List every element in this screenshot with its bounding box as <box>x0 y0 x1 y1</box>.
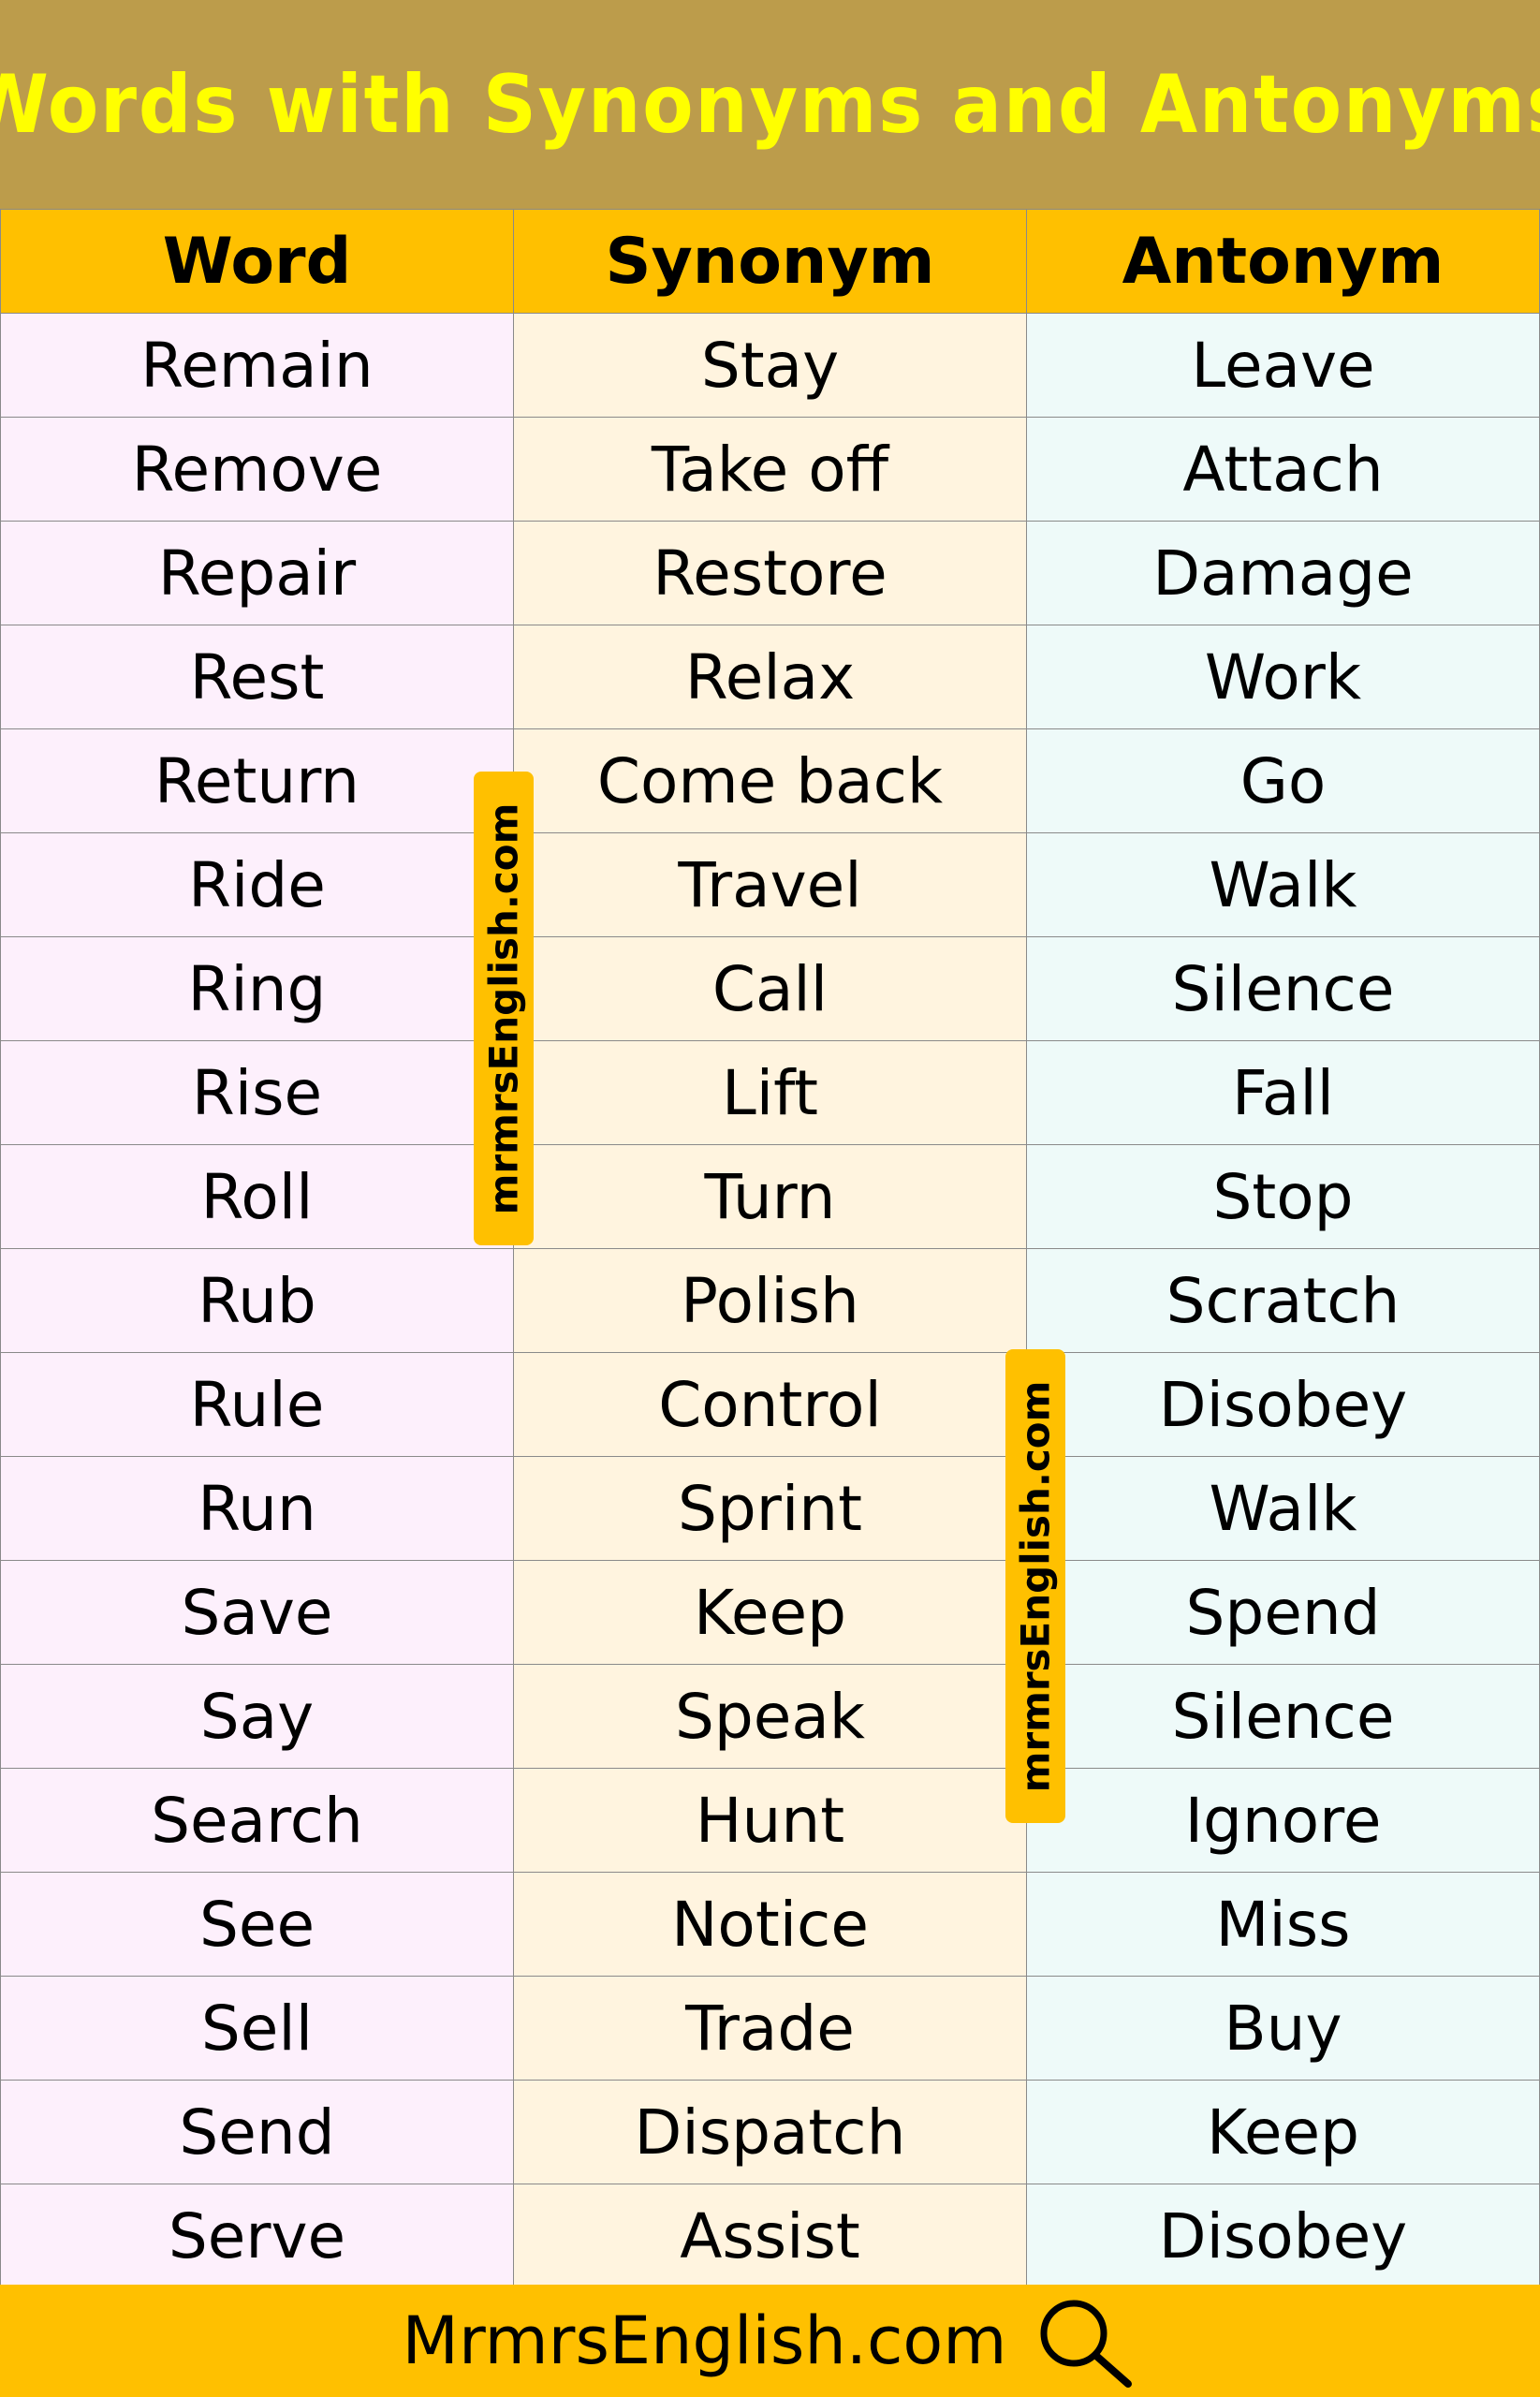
cell-word: Search <box>0 1768 514 1873</box>
cell-synonym: Come back <box>513 728 1027 833</box>
cell-word: Roll <box>0 1144 514 1249</box>
cell-synonym: Assist <box>513 2184 1027 2288</box>
cell-synonym: Call <box>513 936 1027 1041</box>
cell-antonym: Silence <box>1026 936 1540 1041</box>
cell-word: Rest <box>0 625 514 729</box>
cell-antonym: Spend <box>1026 1560 1540 1665</box>
search-icon <box>1040 2300 1133 2388</box>
watermark-badge: mrmrsEnglish.com <box>1005 1349 1065 1823</box>
cell-word: Rub <box>0 1248 514 1353</box>
cell-antonym: Leave <box>1026 313 1540 418</box>
cell-word: Remain <box>0 313 514 418</box>
header-synonym: Synonym <box>513 209 1027 314</box>
cell-synonym: Control <box>513 1352 1027 1457</box>
cell-synonym: Trade <box>513 1976 1027 2081</box>
cell-antonym: Silence <box>1026 1664 1540 1769</box>
cell-word: Repair <box>0 521 514 625</box>
cell-word: Ring <box>0 936 514 1041</box>
cell-synonym: Hunt <box>513 1768 1027 1873</box>
footer-website[interactable]: MrmrsEnglish.com <box>402 2302 1007 2379</box>
cell-word: Say <box>0 1664 514 1769</box>
cell-synonym: Sprint <box>513 1456 1027 1561</box>
cell-word: Rule <box>0 1352 514 1457</box>
cell-synonym: Dispatch <box>513 2080 1027 2184</box>
cell-antonym: Scratch <box>1026 1248 1540 1353</box>
cell-synonym: Keep <box>513 1560 1027 1665</box>
cell-antonym: Walk <box>1026 832 1540 937</box>
cell-synonym: Notice <box>513 1872 1027 1977</box>
cell-word: Send <box>0 2080 514 2184</box>
cell-word: Serve <box>0 2184 514 2288</box>
header-antonym: Antonym <box>1026 209 1540 314</box>
watermark-text: mrmrsEnglish.com <box>1012 1380 1059 1792</box>
cell-synonym: Restore <box>513 521 1027 625</box>
footer: MrmrsEnglish.com <box>0 2285 1540 2397</box>
cell-antonym: Go <box>1026 728 1540 833</box>
cell-word: Return <box>0 728 514 833</box>
cell-word: Rise <box>0 1040 514 1145</box>
cell-word: Sell <box>0 1976 514 2081</box>
cell-antonym: Miss <box>1026 1872 1540 1977</box>
cell-word: See <box>0 1872 514 1977</box>
cell-word: Ride <box>0 832 514 937</box>
watermark-text: mrmrsEnglish.com <box>480 802 527 1214</box>
cell-synonym: Take off <box>513 417 1027 522</box>
cell-word: Run <box>0 1456 514 1561</box>
cell-antonym: Damage <box>1026 521 1540 625</box>
cell-antonym: Work <box>1026 625 1540 729</box>
cell-antonym: Stop <box>1026 1144 1540 1249</box>
title-banner: Words with Synonyms and Antonyms <box>0 0 1540 209</box>
table-header-row: Word Synonym Antonym <box>0 209 1540 314</box>
cell-antonym: Fall <box>1026 1040 1540 1145</box>
header-word: Word <box>0 209 514 314</box>
cell-synonym: Lift <box>513 1040 1027 1145</box>
cell-synonym: Polish <box>513 1248 1027 1353</box>
cell-word: Save <box>0 1560 514 1665</box>
cell-antonym: Attach <box>1026 417 1540 522</box>
cell-antonym: Disobey <box>1026 1352 1540 1457</box>
cell-synonym: Speak <box>513 1664 1027 1769</box>
cell-antonym: Keep <box>1026 2080 1540 2184</box>
cell-synonym: Relax <box>513 625 1027 729</box>
cell-synonym: Turn <box>513 1144 1027 1249</box>
cell-antonym: Walk <box>1026 1456 1540 1561</box>
page-title: Words with Synonyms and Antonyms <box>0 57 1540 152</box>
cell-antonym: Disobey <box>1026 2184 1540 2288</box>
cell-antonym: Ignore <box>1026 1768 1540 1873</box>
cell-synonym: Travel <box>513 832 1027 937</box>
cell-word: Remove <box>0 417 514 522</box>
watermark-badge: mrmrsEnglish.com <box>474 772 534 1245</box>
cell-antonym: Buy <box>1026 1976 1540 2081</box>
cell-synonym: Stay <box>513 313 1027 418</box>
